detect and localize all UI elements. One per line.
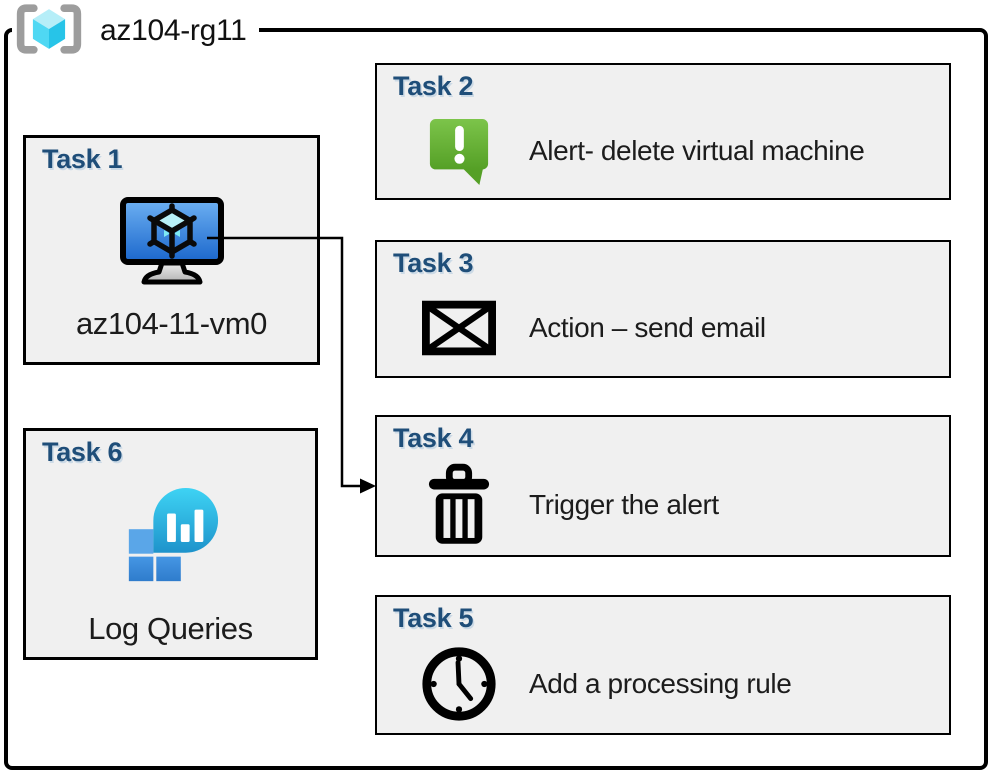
task6-label: Log Queries [88,611,253,646]
task3-label: Action – send email [529,312,766,343]
task5-title: Task 5 [393,603,474,633]
clock-icon [419,644,499,724]
task6-box: Task 6 Log Queries [23,428,318,660]
task1-title: Task 1 [42,144,123,174]
task4-box: Task 4 Trigger the alert [375,415,951,557]
task2-label: Alert- delete virtual machine [529,134,865,166]
task1-box: Task 1 [23,135,320,365]
task5-label: Add a processing rule [529,668,792,699]
task4-label: Trigger the alert [529,489,719,520]
email-icon [419,300,499,356]
resource-group-icon [14,3,84,60]
virtual-machine-icon [119,196,225,293]
task3-title: Task 3 [393,248,474,278]
task6-title: Task 6 [42,437,123,467]
task2-title: Task 2 [393,71,474,101]
alert-icon [419,113,499,189]
task4-title: Task 4 [393,423,474,453]
resource-group-legend: az104-rg11 [12,2,259,60]
task5-box: Task 5 Add a processing rule [375,595,951,735]
task2-box: Task 2 Alert- delete virtual machine [375,63,951,200]
trash-icon [419,463,499,547]
resource-group-name: az104-rg11 [100,14,247,47]
log-queries-icon [121,483,221,600]
task3-box: Task 3 Action – send email [375,240,951,378]
task1-label: az104-11-vm0 [75,306,268,341]
